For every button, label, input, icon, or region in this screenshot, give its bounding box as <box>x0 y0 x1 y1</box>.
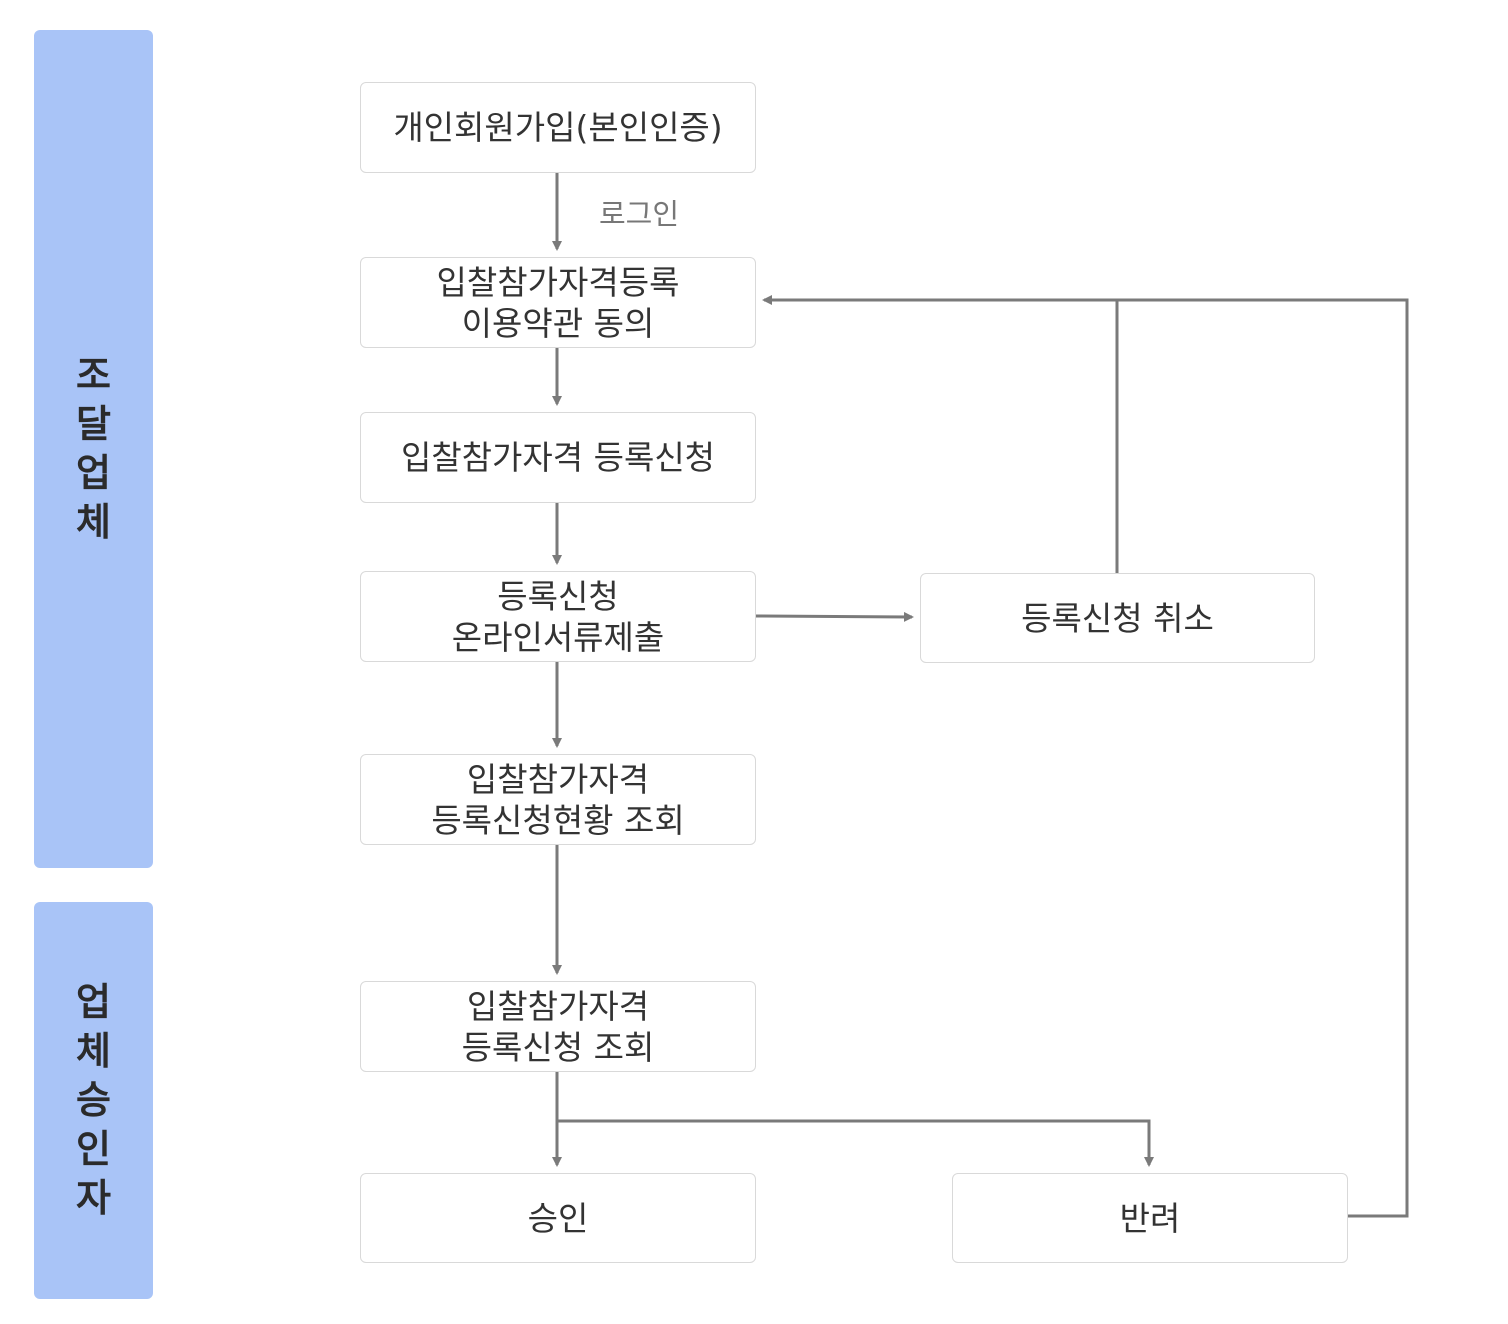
node-text-line: 등록신청현황 조회 <box>431 800 685 840</box>
lane-label-char: 체 <box>76 1029 111 1073</box>
node-text-line: 입찰참가자격 <box>466 759 650 799</box>
lane-label-char: 인 <box>76 1127 111 1171</box>
lane-label-char: 승 <box>76 1078 111 1122</box>
node-text-line: 입찰참가자격등록 <box>436 262 680 302</box>
edge-reject-terms <box>762 295 1409 1218</box>
lane-label-char: 조 <box>76 353 111 397</box>
node-cancel: 등록신청 취소 <box>920 573 1315 663</box>
node-text-line: 등록신청 취소 <box>1021 598 1214 638</box>
edge-label-login: 로그인 <box>599 197 680 231</box>
node-text-line: 승인 <box>527 1198 589 1238</box>
lane-label-char: 자 <box>76 1176 111 1220</box>
node-approve: 승인 <box>360 1173 756 1263</box>
node-reject: 반려 <box>952 1173 1348 1263</box>
node-signup: 개인회원가입(본인인증) <box>360 82 756 173</box>
node-text-line: 등록신청 <box>497 576 619 616</box>
node-text-line: 등록신청 조회 <box>461 1027 655 1067</box>
lane-label-char: 달 <box>76 402 111 446</box>
lane-label-char: 체 <box>76 500 111 544</box>
node-text-line: 개인회원가입(본인인증) <box>393 108 723 147</box>
node-apply: 입찰참가자격 등록신청 <box>360 412 756 503</box>
edge-submit-cancel <box>755 611 914 622</box>
node-text-line: 온라인서류제출 <box>451 617 665 657</box>
node-text-line: 반려 <box>1119 1198 1181 1238</box>
node-text-line: 입찰참가자격 등록신청 <box>400 438 716 477</box>
lane-label-char: 업 <box>76 451 111 495</box>
edge-review-reject <box>557 1119 1154 1167</box>
node-text-line: 이용약관 동의 <box>461 303 655 343</box>
lane-label-char: 업 <box>76 980 111 1024</box>
node-text-line: 입찰참가자격 <box>466 986 650 1026</box>
